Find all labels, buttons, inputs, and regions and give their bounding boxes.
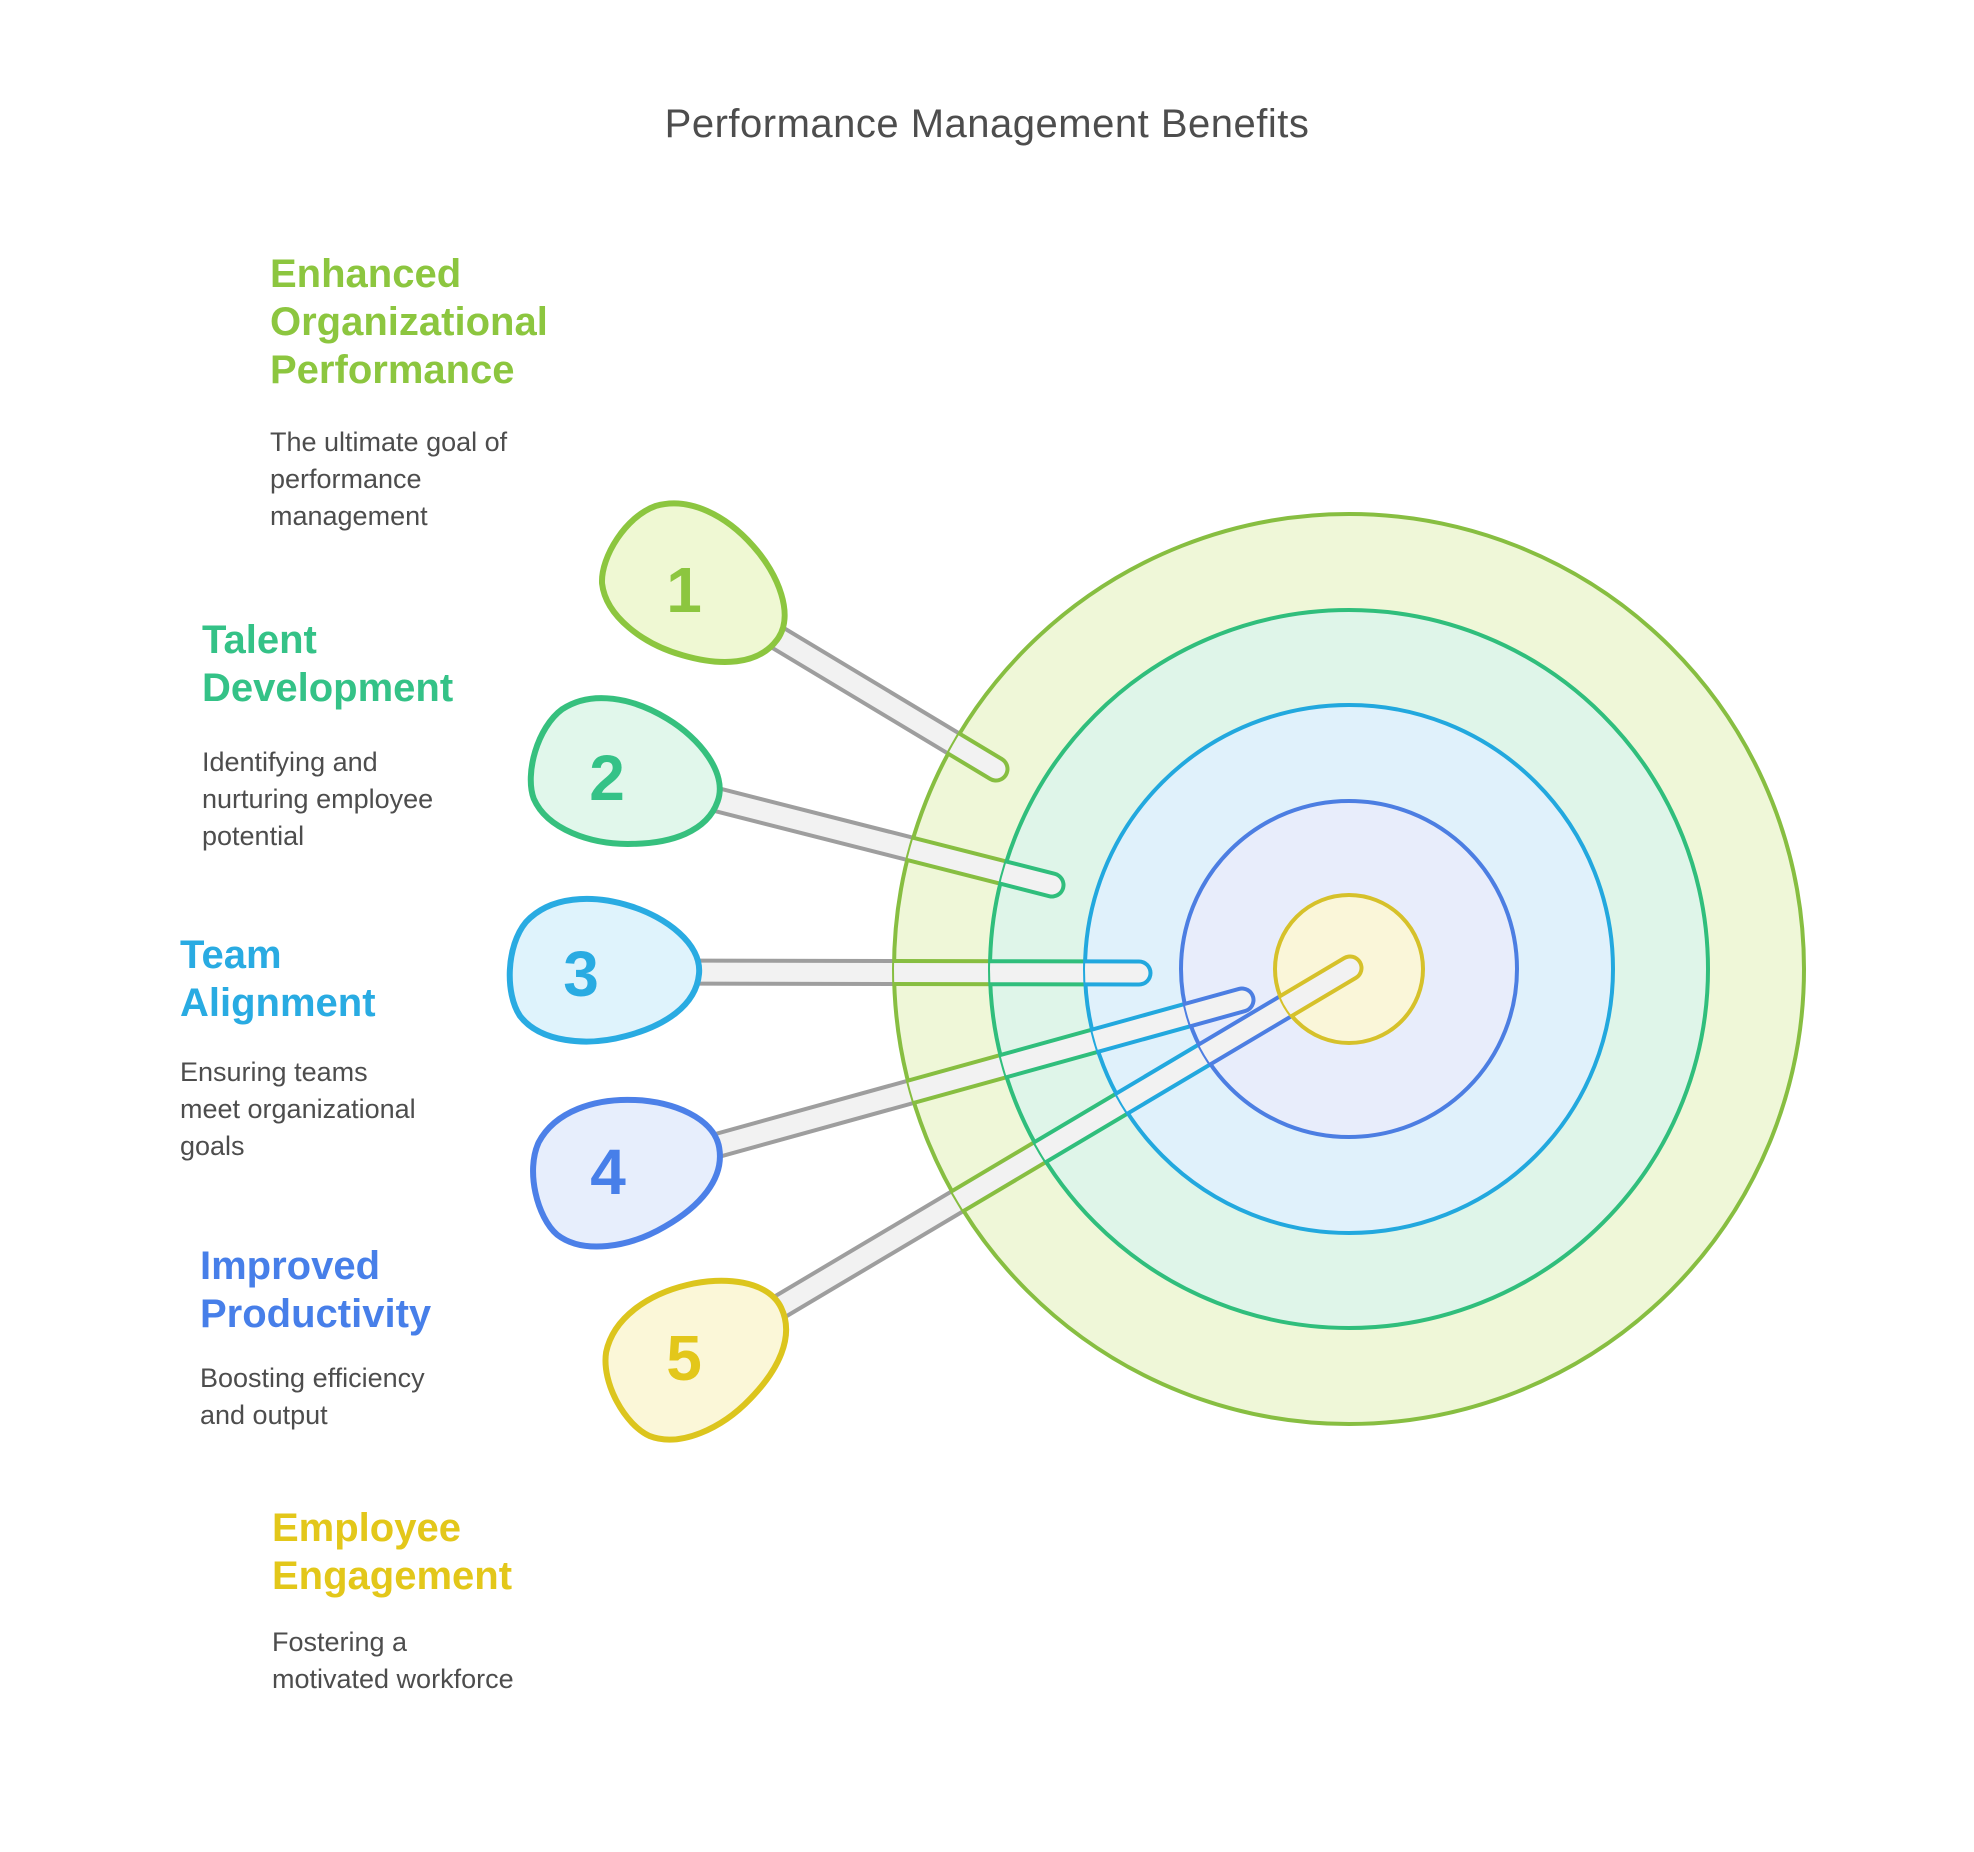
marker-number-4: 4 xyxy=(590,1136,626,1208)
benefit-4-description: Boosting efficiency and output xyxy=(200,1363,425,1430)
benefit-4-heading: Improved Productivity xyxy=(200,1244,432,1336)
marker-blob-2 xyxy=(518,683,736,867)
benefit-1-description: The ultimate goal of performance managem… xyxy=(270,427,508,531)
benefit-5-heading: Employee Engagement xyxy=(272,1506,513,1598)
marker-blob-3 xyxy=(510,899,699,1042)
benefit-5-description: Fostering a motivated workforce xyxy=(272,1627,514,1694)
benefit-2-heading: Talent Development xyxy=(202,618,454,710)
marker-blob-4 xyxy=(517,1075,737,1262)
marker-number-2: 2 xyxy=(589,742,625,814)
page-title: Performance Management Benefits xyxy=(664,102,1310,146)
marker-number-1: 1 xyxy=(666,554,702,626)
marker-number-5: 5 xyxy=(666,1322,702,1394)
benefit-3-description: Ensuring teams meet organizational goals xyxy=(180,1057,416,1161)
marker-number-3: 3 xyxy=(563,938,599,1010)
benefit-2-description: Identifying and nurturing employee poten… xyxy=(202,747,434,851)
benefit-3-heading: Team Alignment xyxy=(180,933,376,1025)
benefit-1-heading: Enhanced Organizational Performance xyxy=(270,252,548,392)
